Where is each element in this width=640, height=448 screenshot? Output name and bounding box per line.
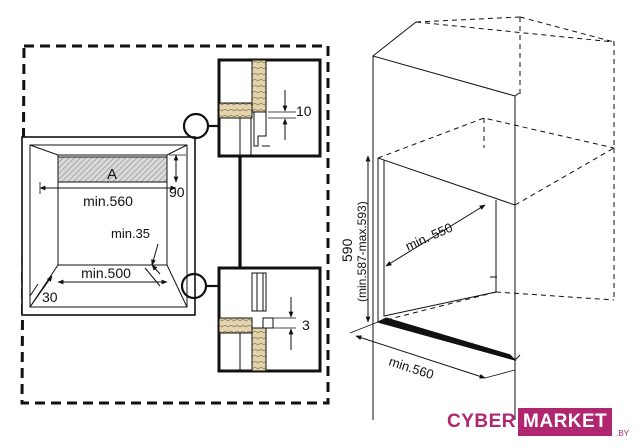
logo-part-cyber: CYBER (447, 410, 517, 432)
niche-back-bottom (29, 264, 188, 308)
cybermarket-logo[interactable]: CYBER MARKET .BY (447, 405, 629, 438)
dim-min550-line (385, 204, 486, 267)
label-min35: min.35 (111, 226, 150, 241)
label-590: 590 (339, 238, 355, 262)
detail-box-bottom: 3 (217, 266, 322, 373)
label-a: A (107, 166, 117, 183)
detail-box-top: 10 (217, 58, 322, 158)
ventilation-area-a (57, 156, 168, 183)
niche-frame-inner (29, 144, 188, 308)
dim-min560-right-line (355, 335, 486, 379)
label-min587-593: (min.587-max.593) (355, 201, 369, 302)
label-90: 90 (169, 184, 185, 200)
detail-callouts: 10 3 (180, 58, 322, 373)
niche-back-top (29, 144, 188, 156)
logo-part-market: MARKET (518, 407, 613, 436)
left-cabinet-view: A 90 min.560 min.35 min.500 30 (20, 44, 330, 405)
label-min560-right: min.560 (387, 354, 436, 383)
logo-domain: .BY (616, 429, 629, 438)
label-min560-left: min.560 (83, 193, 133, 209)
label-10: 10 (296, 103, 312, 119)
label-30: 30 (42, 289, 58, 305)
label-min550: min. 550 (403, 220, 455, 254)
label-min500: min.500 (81, 265, 131, 281)
cabinet-dashed-outline (20, 44, 330, 405)
callout-circle-top (182, 112, 210, 140)
label-3: 3 (302, 317, 310, 333)
